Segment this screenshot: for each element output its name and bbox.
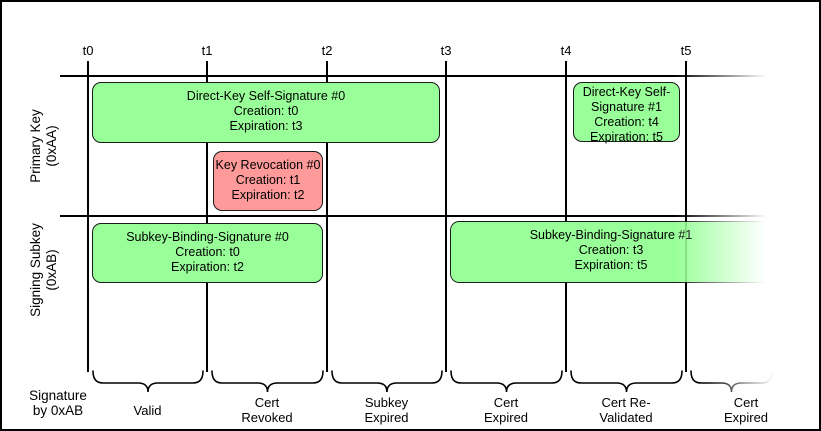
tick-line-t1 [206,61,208,372]
tick-label-t2: t2 [321,43,333,58]
signature-box-line: Expiration: t2 [171,260,244,274]
row-label-line: (0xAB) [44,249,59,291]
phase-label-line: Valid [133,402,162,418]
tick-label-t4: t4 [560,43,572,58]
phase-label-line: Expired [483,410,529,425]
phase-label-line: Expired [723,410,769,425]
tick-label-t1: t1 [201,43,213,58]
phase-label-line: Subkey [364,395,409,410]
phase-label-certre--validated: Cert Re-Validated [566,392,686,428]
tick-line-t2 [326,61,328,372]
signature-box-line: Expiration: t5 [590,130,663,144]
signature-box-line: Expiration: t3 [229,119,303,133]
tick-label-t0: t0 [82,43,94,58]
phase-label-line: Expired [364,410,409,425]
tick-line-t4 [565,61,567,372]
brace [450,370,563,393]
brace [570,370,683,393]
phase-label-line: Cert [254,395,280,410]
corner-label-signature-by-0xab: Signature by 0xAB [10,388,106,418]
signature-box-line: Creation: t0 [233,104,299,118]
phase-label-line: Cert [733,395,759,410]
signature-box-line: Subkey-Binding-Signature #1 [529,228,693,242]
tick-line-t5 [685,61,687,372]
signature-box-line: Creation: t0 [175,245,240,259]
signing-subkey-timeline-line [60,215,774,217]
brace [92,370,204,393]
signature-box-line: Creation: t3 [578,243,644,257]
signature-box-line: Subkey-Binding-Signature #0 [126,230,289,244]
tick-label-t5: t5 [680,43,692,58]
corner-label-line: by 0xAB [32,403,84,418]
signature-box-line: Key Revocation #0 [215,158,321,172]
phase-label-line: Cert Re- [601,395,651,410]
primary-key-timeline-line [60,75,774,77]
tick-line-t3 [445,61,447,372]
brace [331,370,443,393]
phase-label-line: Cert [493,395,519,410]
signature-box-line: Creation: t1 [235,173,301,187]
phase-label-line: Validated [599,410,653,425]
corner-label-line: Signature [29,388,87,403]
phase-label-valid: Valid [88,392,207,428]
row-label-signing-subkey: Signing Subkey (0xAB) [24,190,64,350]
signature-box-line: Expiration: t5 [574,258,648,272]
brace [690,370,773,393]
signature-box-line: Signature #1 [591,100,662,114]
signature-box-line: Expiration: t2 [231,188,305,202]
signature-box-line: Direct-Key Self-Signature #0 [186,89,346,103]
tick-line-t0 [87,61,89,372]
tick-label-t3: t3 [440,43,452,58]
row-label-line: Signing Subkey [28,223,43,317]
signature-box-line: Direct-Key Self- [582,85,671,99]
brace [211,370,324,393]
signature-box-line: Creation: t4 [594,115,659,129]
phase-label-line: Revoked [241,410,293,425]
